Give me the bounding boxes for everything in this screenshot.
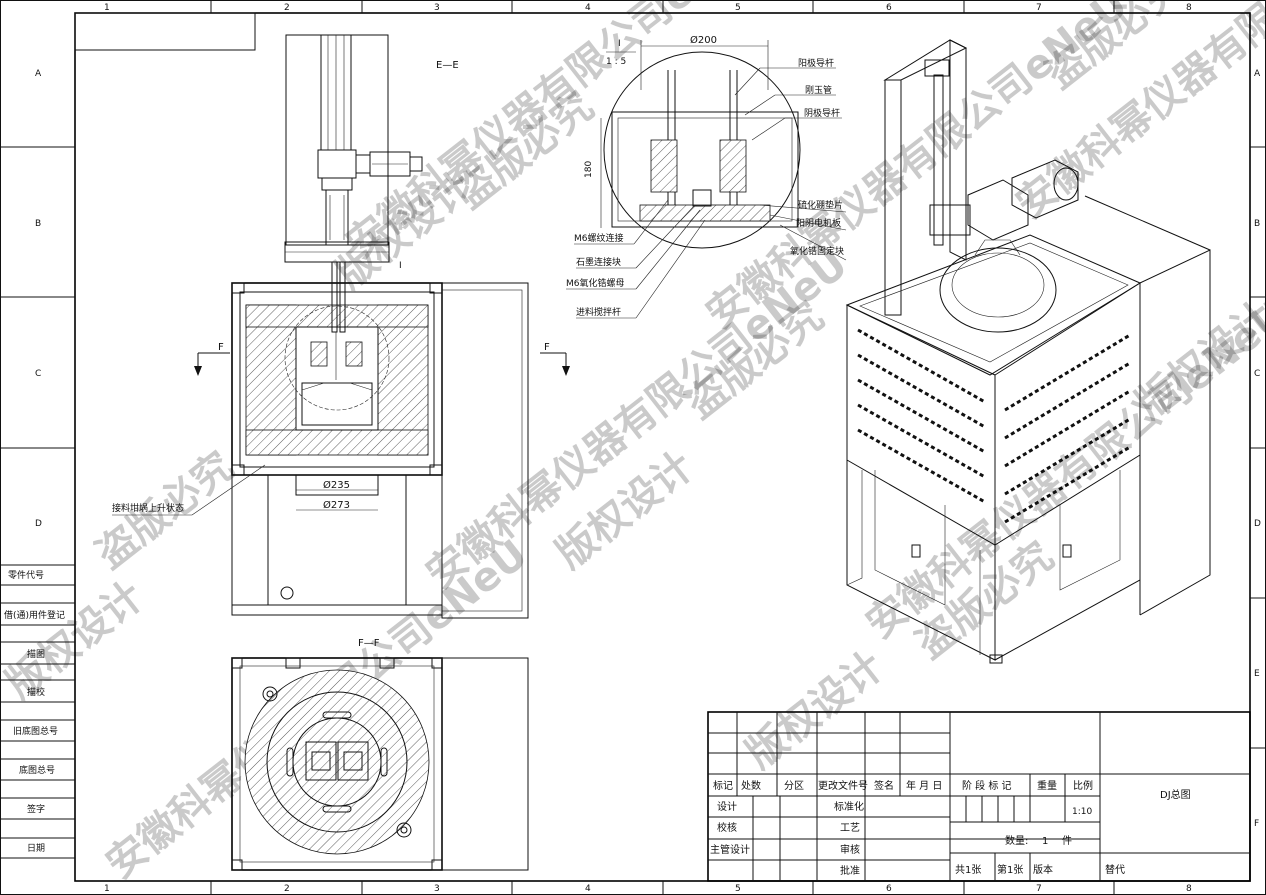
callout-crucible-lift: 接料坩埚上升状态 [112,502,184,514]
title-block: 标记 处数 分区 更改文件号 签名 年 月 日 设计 校核 主管设计 标准化 工… [707,711,1251,882]
detail-id: I [618,39,621,49]
zone-col-3: 3 [434,3,440,13]
zone-col-4: 4 [585,3,591,13]
strip-tracing: 描图 [27,648,45,660]
isometric-view [845,39,1211,664]
section-ee-view: E—E [112,34,570,619]
callout-corundum-tube: 刚玉管 [805,84,832,96]
callout-graphite-block: 石墨连接块 [576,256,621,268]
zone-row-d: D [35,519,42,529]
tb-replace: 替代 [1105,863,1125,876]
dim-180: 180 [584,161,594,178]
callout-zro-block: 氧化锆固定块 [790,245,844,257]
strip-date: 日期 [27,843,45,854]
tb-role-design: 设计 [717,800,737,813]
tb-drawing-name: DJ总图 [1160,788,1191,801]
tb-quantity-value: 1 [1042,836,1048,847]
zone-col-1: 1 [104,3,110,13]
zone-row-f-right: F [1254,819,1259,829]
tb-role-check: 校核 [717,821,737,834]
tb-quantity-unit: 件 [1062,835,1072,847]
tb-sheet-no: 第1张 [997,863,1023,876]
zone-col-2-bottom: 2 [284,884,290,894]
tb-role-standardization: 标准化 [834,800,864,813]
zone-col-8: 8 [1186,3,1192,13]
strip-signature: 签字 [27,803,45,815]
zone-col-7-bottom: 7 [1036,884,1042,894]
zone-labels: 1 2 3 4 5 6 7 8 1 2 3 4 5 6 7 8 A B C D … [35,3,1261,894]
dim-dia-273: Ø273 [323,499,350,511]
tb-sheets-total: 共1张 [955,864,981,876]
callout-m6-nut: M6氧化锆螺母 [566,277,625,289]
zone-col-1-bottom: 1 [104,884,110,894]
callout-electrode-plate: 阳阴电机板 [796,217,841,229]
zone-col-6-bottom: 6 [886,884,892,894]
strip-borrowed-parts: 借(通)用件登记 [4,609,65,621]
zone-row-b-right: B [1254,219,1260,229]
strip-tracing-check: 描校 [27,686,45,698]
section-ff-label: F—F [358,638,380,649]
zone-col-3-bottom: 3 [434,884,440,894]
zone-col-5-bottom: 5 [735,884,741,894]
tb-role-chief-design: 主管设计 [710,843,750,856]
tb-weight: 重量 [1037,779,1057,792]
tb-stage-mark: 阶 段 标 记 [962,779,1012,792]
tb-header-mark: 标记 [713,780,733,792]
tb-header-count: 处数 [741,779,761,792]
tb-header-date: 年 月 日 [906,779,942,792]
tb-role-review: 审核 [840,843,860,856]
tb-ratio-value: 1:10 [1072,807,1092,817]
zone-row-d-right: D [1254,519,1261,529]
callout-m6-thread: M6螺纹连接 [574,232,624,244]
zone-col-7: 7 [1036,3,1042,13]
zone-col-5: 5 [735,3,741,13]
zone-col-6: 6 [886,3,892,13]
zone-row-b: B [35,219,41,229]
tb-role-approve: 批准 [840,864,860,877]
detail-scale: 1 : 5 [606,57,626,67]
dim-dia-200: Ø200 [690,34,717,46]
zone-col-4-bottom: 4 [585,884,591,894]
section-ee-label: E—E [436,60,459,71]
strip-old-master-no: 旧底图总号 [13,725,58,737]
cut-mark-f-right: F [544,342,550,353]
tb-ratio: 比例 [1073,779,1093,792]
drawing-number-box [74,12,256,51]
callout-stir-rod: 进料搅拌杆 [576,306,621,318]
zone-row-c-right: C [1254,369,1260,379]
tb-header-zone: 分区 [784,780,804,792]
tb-quantity-label: 数量: [1005,834,1028,847]
tb-header-change-doc: 更改文件号 [818,779,868,792]
zone-col-8-bottom: 8 [1186,884,1192,894]
zone-row-a: A [35,69,42,79]
tb-header-signature: 签名 [874,779,894,792]
section-ff-view: F—F [231,638,529,871]
zone-row-e-right: E [1254,669,1260,679]
detail-i-view: I 1 : 5 Ø200 180 阳极导杆 刚玉管 阴极导杆 硫化硼垫片 阳 [566,34,847,319]
dim-dia-235: Ø235 [323,479,350,491]
zone-col-2: 2 [284,3,290,13]
callout-cathode-rod: 阴极导杆 [804,107,840,119]
cut-mark-f-left: F [218,342,224,353]
callout-anode-rod: 阳极导杆 [798,57,834,69]
strip-master-no: 底图总号 [19,764,55,776]
tb-role-process: 工艺 [840,822,860,834]
registration-strip: 零件代号 借(通)用件登记 描图 描校 旧底图总号 底图总号 签字 日期 [0,564,75,859]
tb-version: 版本 [1033,863,1053,876]
strip-part-code: 零件代号 [8,569,44,581]
callout-bn-gasket: 硫化硼垫片 [798,199,843,211]
detail-mark: I [399,261,402,271]
zone-row-c: C [35,369,41,379]
zone-row-a-right: A [1254,69,1261,79]
